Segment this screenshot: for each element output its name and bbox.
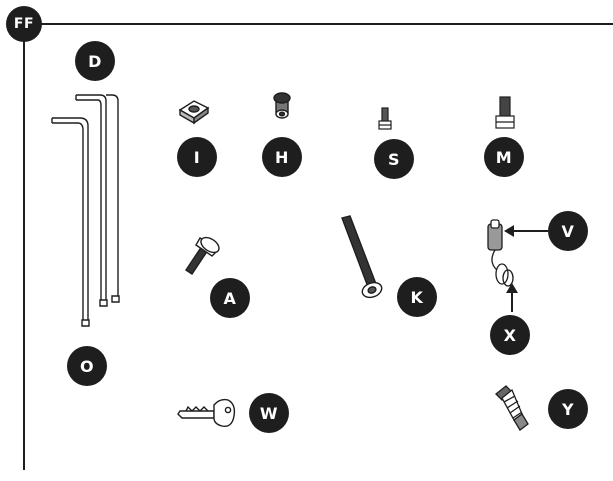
long-bolt-k <box>341 215 383 299</box>
part-badge-o: O <box>67 346 107 386</box>
part-badge-d: D <box>75 41 115 81</box>
spring-anchor-y <box>495 385 529 431</box>
part-badge-i: I <box>177 137 217 177</box>
button-bolt-h <box>273 92 291 119</box>
part-badge-h: H <box>262 137 302 177</box>
part-badge-x: X <box>490 315 530 355</box>
flat-head-bolt-a <box>185 236 220 275</box>
key-w <box>177 398 236 427</box>
part-badge-w: W <box>249 393 289 433</box>
cap-screw-m <box>495 96 515 129</box>
callout-arrowhead-x <box>506 283 518 293</box>
part-badge-k: K <box>397 277 437 317</box>
part-badge-v: V <box>548 211 588 251</box>
callout-arrowhead-v <box>504 225 514 237</box>
part-badge-y: Y <box>548 389 588 429</box>
part-badge-a: A <box>210 278 250 318</box>
square-nut-i <box>178 100 210 125</box>
part-badge-s: S <box>374 139 414 179</box>
part-badge-m: M <box>484 137 524 177</box>
cap-screw-s <box>378 107 392 130</box>
section-badge-ff: FF <box>6 6 42 42</box>
hex-key-d <box>75 94 120 307</box>
hex-key-o <box>51 117 90 327</box>
cable-lock-assembly <box>487 219 514 287</box>
